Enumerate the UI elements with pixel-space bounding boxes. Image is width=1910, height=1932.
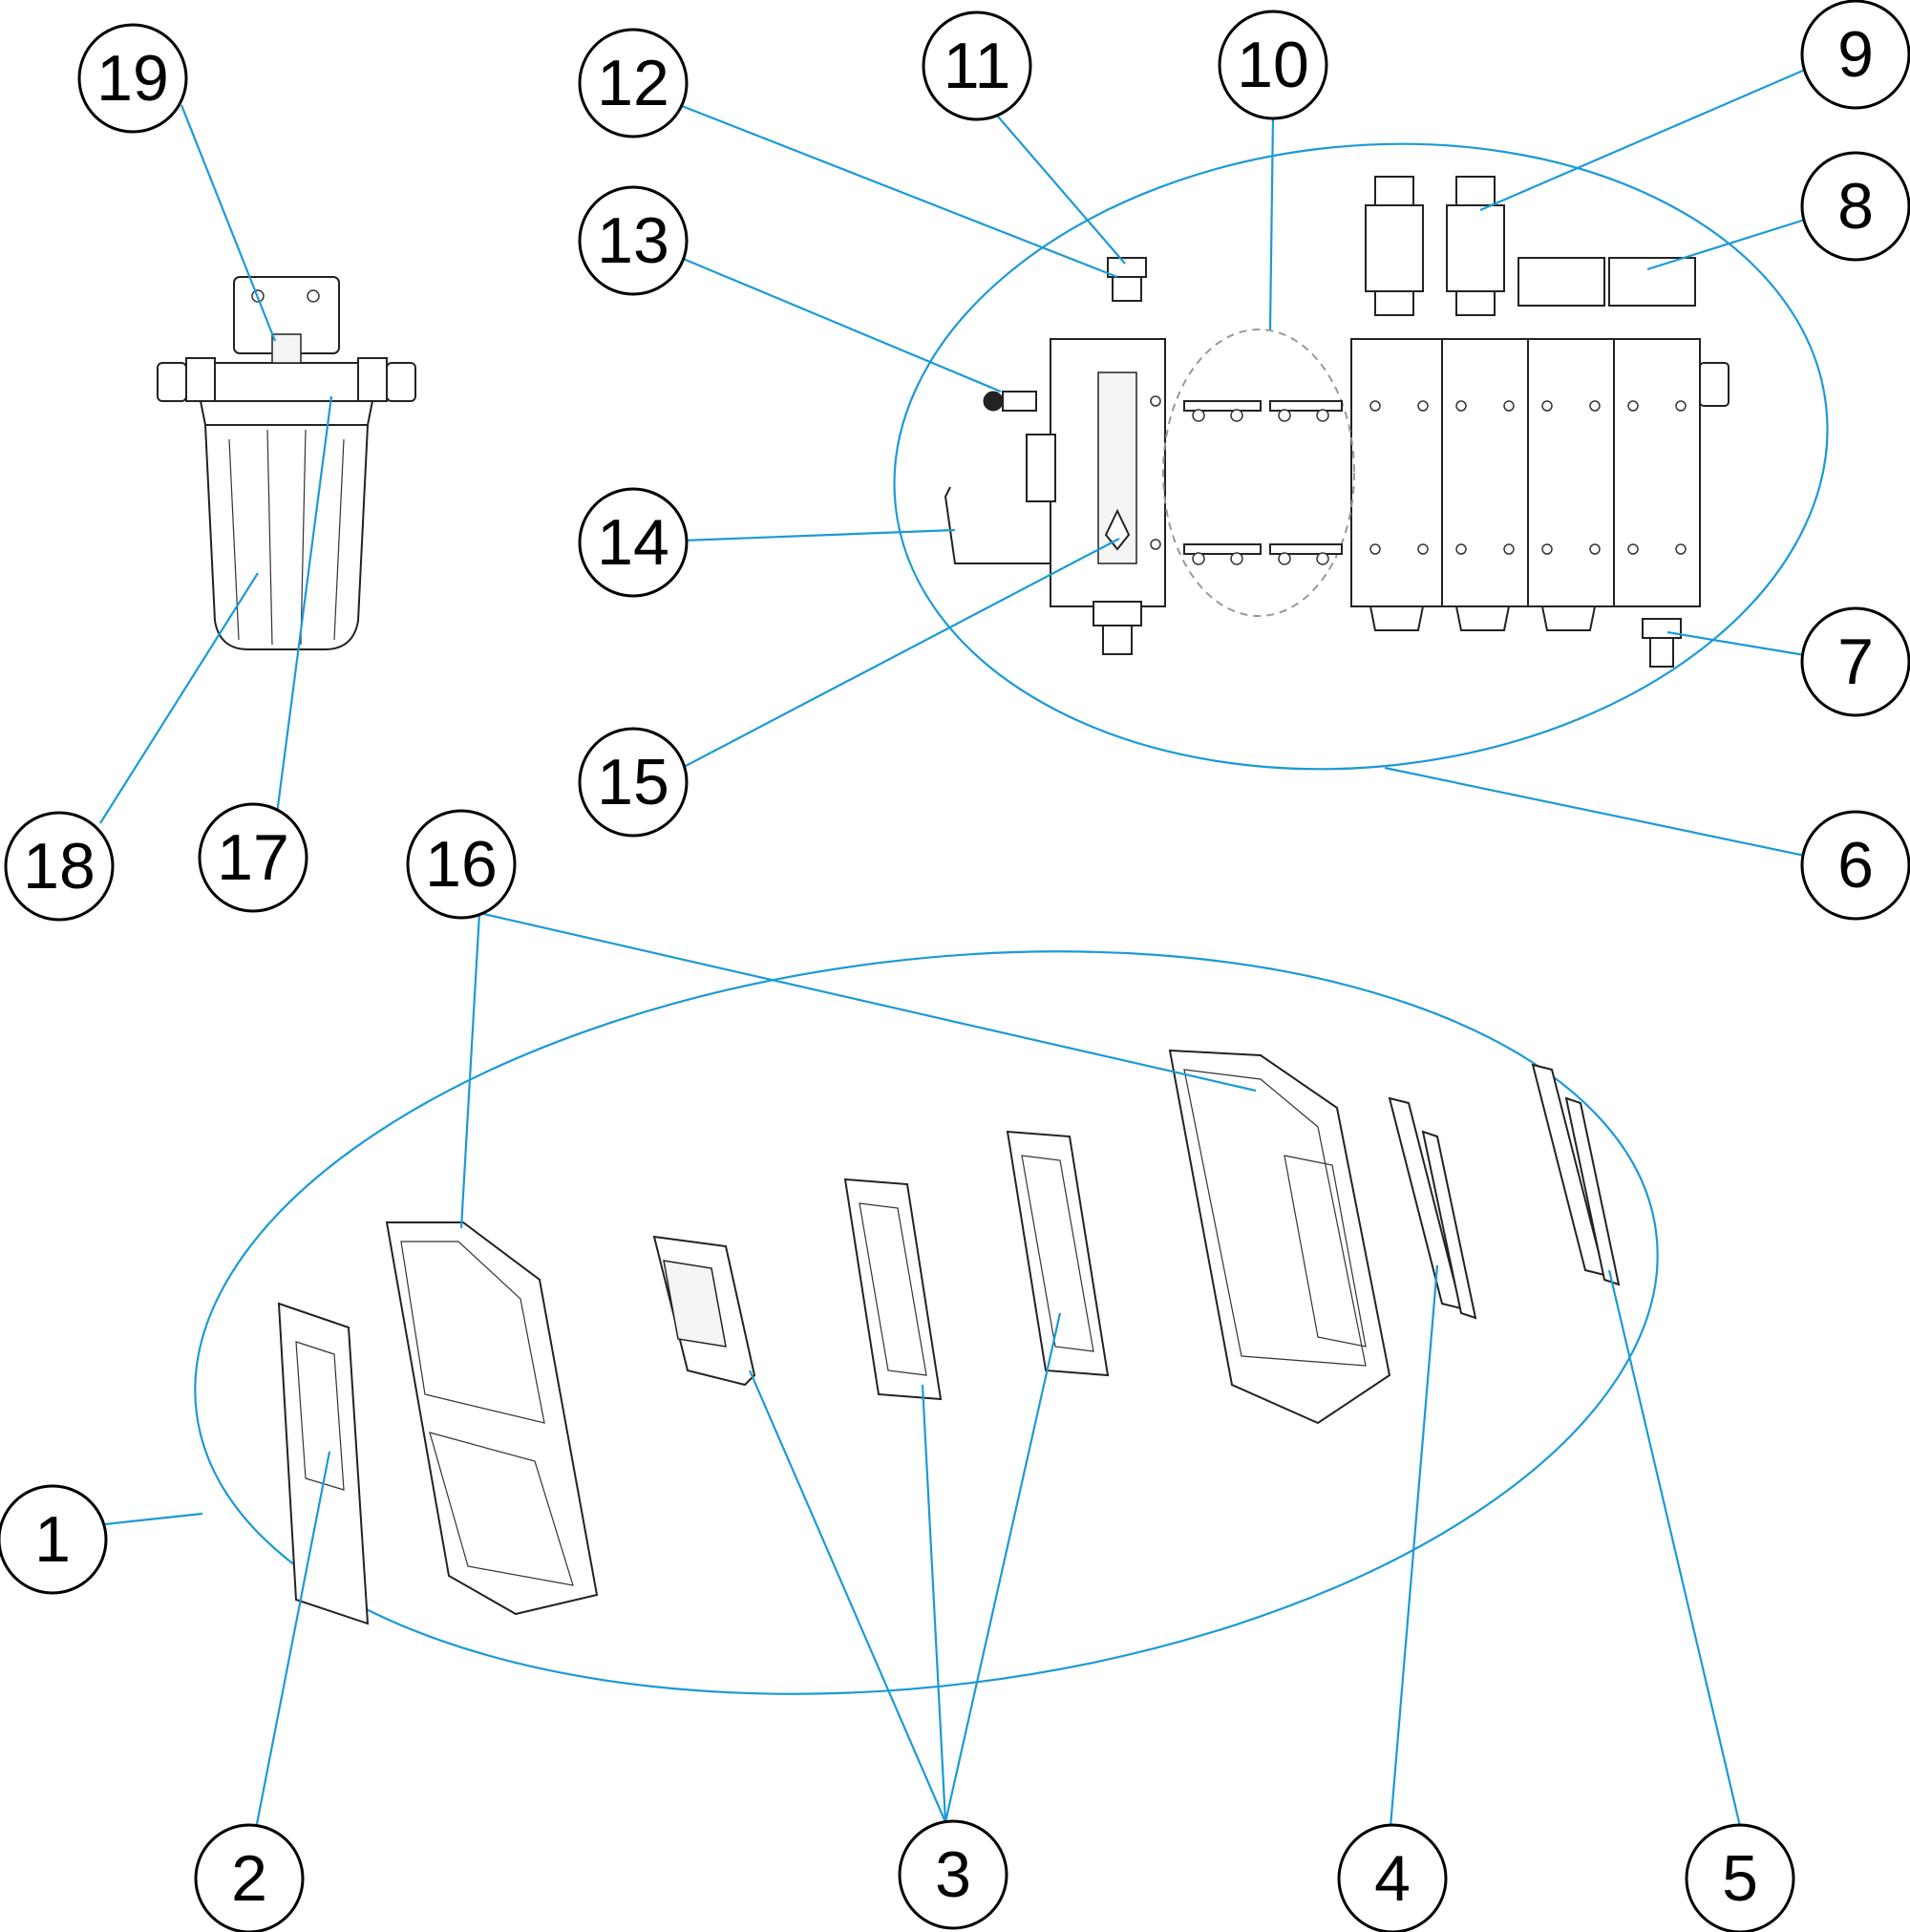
- svg-text:8: 8: [1837, 170, 1874, 243]
- svg-text:15: 15: [597, 746, 669, 818]
- callout-12: 12: [578, 28, 689, 138]
- svg-text:17: 17: [217, 821, 289, 894]
- callout-7: 7: [1800, 606, 1910, 717]
- electrode-plates: [1350, 338, 1730, 631]
- callout-19: 19: [77, 23, 188, 134]
- mounting-bracket-b: [1531, 1063, 1621, 1286]
- callout-6: 6: [1800, 810, 1910, 921]
- svg-text:2: 2: [231, 1842, 267, 1915]
- flow-cell-body: [1050, 338, 1166, 655]
- callout-8: 8: [1800, 151, 1910, 262]
- callout-5: 5: [1685, 1823, 1795, 1932]
- callout-4: 4: [1337, 1823, 1448, 1932]
- callout-16: 16: [406, 809, 517, 920]
- svg-text:5: 5: [1722, 1842, 1758, 1915]
- svg-text:6: 6: [1837, 829, 1874, 902]
- svg-text:19: 19: [96, 42, 169, 115]
- svg-text:18: 18: [23, 830, 96, 902]
- callout-11: 11: [922, 11, 1032, 121]
- filter-housing: [157, 276, 416, 650]
- control-board: [843, 1178, 943, 1401]
- svg-text:12: 12: [597, 47, 669, 119]
- svg-text:13: 13: [597, 204, 669, 277]
- callout-14: 14: [578, 487, 689, 598]
- svg-text:16: 16: [425, 828, 498, 901]
- rear-housing: [1168, 1049, 1391, 1425]
- callout-2: 2: [194, 1823, 305, 1932]
- callout-9: 9: [1800, 0, 1910, 110]
- svg-text:3: 3: [935, 1838, 971, 1911]
- callout-1: 1: [0, 1484, 108, 1595]
- callout-17: 17: [198, 802, 308, 913]
- callout-18: 18: [4, 811, 115, 922]
- callout-10: 10: [1218, 10, 1328, 120]
- svg-text:1: 1: [34, 1503, 71, 1576]
- cable-glands-top: [1365, 176, 1696, 316]
- svg-text:9: 9: [1837, 18, 1874, 91]
- front-cover: [385, 1221, 599, 1616]
- display-board: [652, 1235, 756, 1387]
- callout-15: 15: [578, 727, 689, 838]
- callout-3: 3: [898, 1819, 1008, 1930]
- svg-text:11: 11: [944, 30, 1011, 102]
- display-window: [277, 1302, 370, 1625]
- group-ellipse-cell-assembly: [893, 142, 1829, 771]
- svg-text:14: 14: [597, 506, 669, 579]
- callout-13: 13: [578, 185, 689, 296]
- svg-text:4: 4: [1374, 1842, 1411, 1915]
- connectors-group: [1162, 329, 1355, 617]
- svg-text:7: 7: [1837, 626, 1874, 698]
- group-ellipse-control-box: [194, 950, 1659, 1695]
- mounting-bracket-a: [1388, 1096, 1477, 1320]
- svg-text:10: 10: [1237, 29, 1309, 101]
- power-board: [1006, 1130, 1110, 1377]
